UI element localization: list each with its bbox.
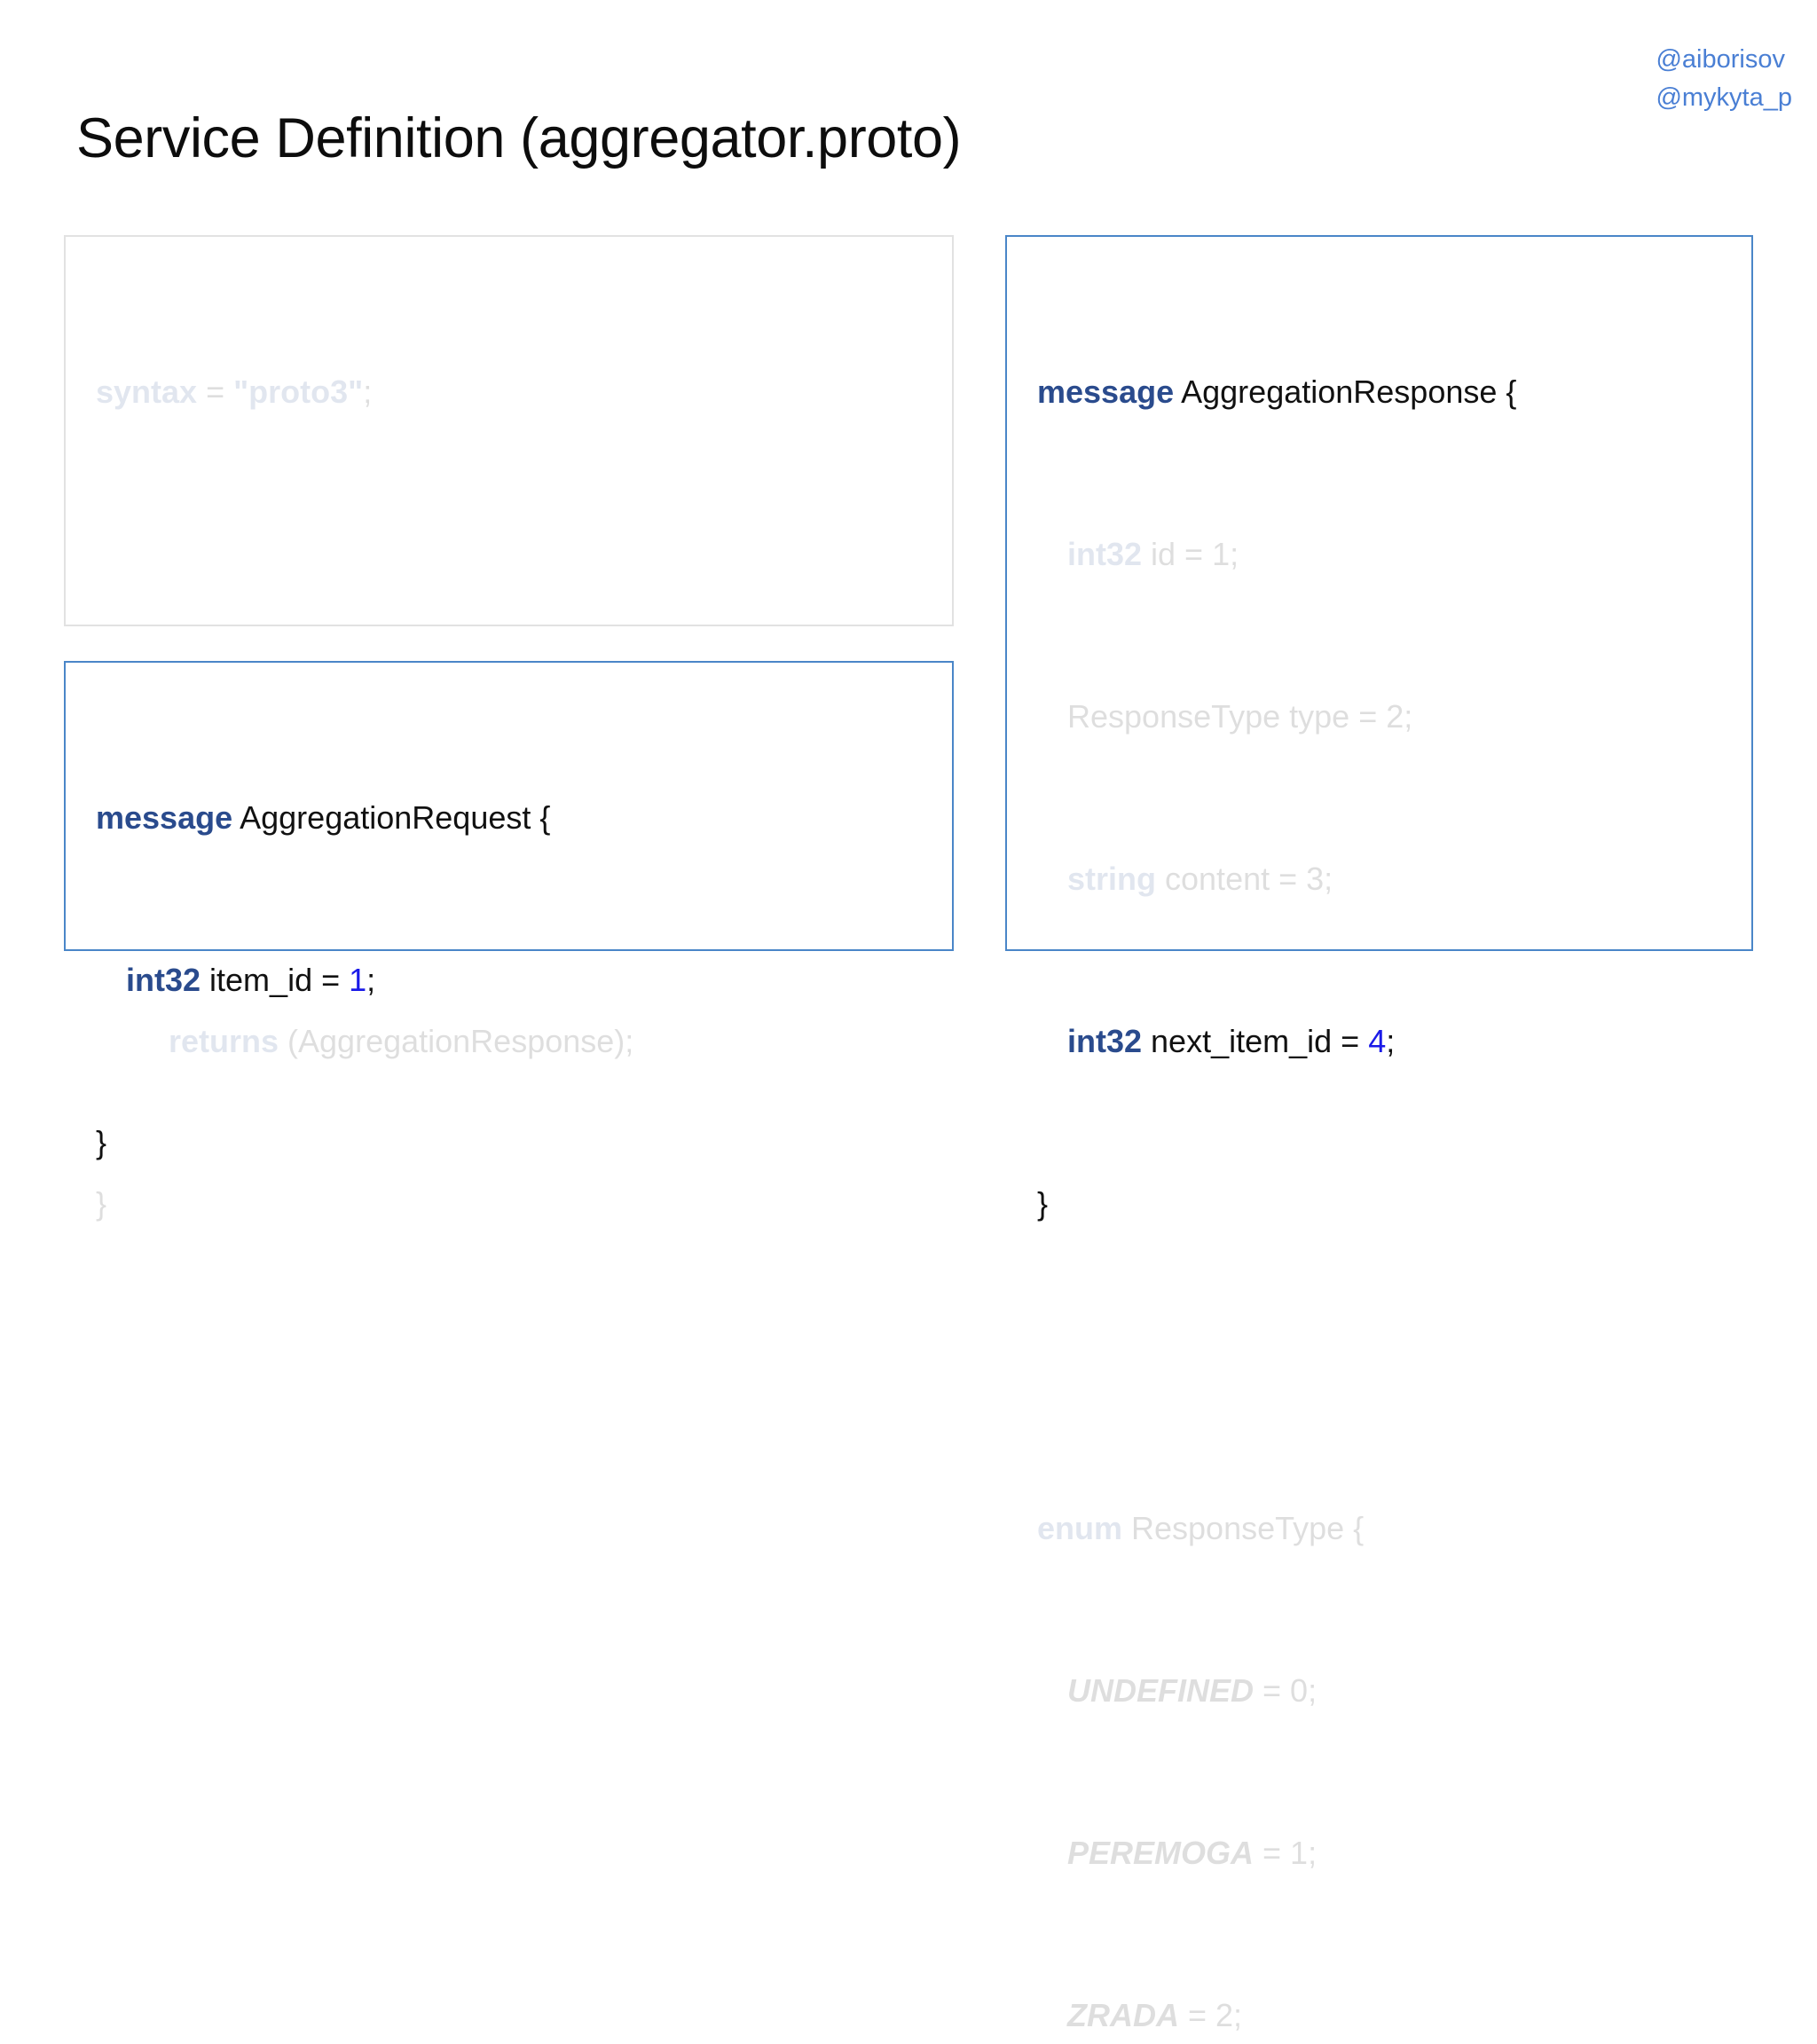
keyword-string: string (1067, 861, 1157, 897)
page-title: Service Definition (aggregator.proto) (76, 107, 962, 169)
semicolon: ; (363, 373, 373, 410)
keyword-message: message (1037, 373, 1175, 410)
keyword-enum: enum (1037, 1510, 1123, 1546)
code-line-message-request: message AggregationRequest { (96, 790, 952, 845)
field-id: id = 1; (1142, 536, 1239, 572)
closing-brace: } (96, 1124, 107, 1160)
code-line-request-close: } (96, 1115, 952, 1169)
code-line-enum-peremoga: PEREMOGA = 1; (1037, 1826, 1751, 1880)
keyword-int32: int32 (126, 962, 201, 998)
field-number-4: 4 (1368, 1023, 1387, 1059)
keyword-int32: int32 (1067, 1023, 1143, 1059)
code-panel-aggregation-request: message AggregationRequest { int32 item_… (64, 661, 954, 1160)
code-panel-aggregation-response: message AggregationResponse { int32 id =… (1005, 235, 1753, 2033)
semicolon: ; (366, 962, 376, 998)
handle-mykyta-p: @mykyta_p (1656, 83, 1792, 112)
code-line-item-id: int32 item_id = 1; (96, 953, 952, 1007)
code-line-type: ResponseType type = 2; (1037, 689, 1751, 743)
code-block-aggregation-request: message AggregationRequest { int32 item_… (66, 663, 952, 1278)
keyword-int32: int32 (1067, 536, 1143, 572)
code-block-aggregation-response: message AggregationResponse { int32 id =… (1007, 237, 1751, 2044)
field-next-item-id: next_item_id = (1142, 1023, 1369, 1059)
code-line-enum-zrada: ZRADA = 2; (1037, 1988, 1751, 2042)
message-name-response: AggregationResponse { (1174, 373, 1517, 410)
code-line-next-item-id: int32 next_item_id = 4; (1037, 1014, 1751, 1068)
code-line-response-close: } (1037, 1176, 1751, 1230)
operator-equals: = (197, 373, 234, 410)
enum-value-zrada: ZRADA (1067, 1997, 1179, 2033)
code-line-enum-decl: enum ResponseType { (1037, 1501, 1751, 1555)
enum-number-2: = 2; (1178, 1997, 1243, 2033)
keyword-syntax: syntax (96, 373, 198, 410)
semicolon: ; (1386, 1023, 1396, 1059)
code-panel-syntax-service: syntax = "proto3"; service AggregationSe… (64, 235, 954, 1222)
code-line-message-response: message AggregationResponse { (1037, 365, 1751, 419)
code-line-content: string content = 3; (1037, 852, 1751, 906)
code-line-blank (1037, 1339, 1751, 1393)
code-line-blank (96, 527, 952, 581)
code-line-syntax: syntax = "proto3"; (96, 365, 952, 419)
enum-number-0: = 0; (1254, 1672, 1318, 1709)
field-item-id: item_id = (201, 962, 350, 998)
author-handles: @aiborisov @mykyta_p (1656, 41, 1792, 117)
enum-number-1: = 1; (1254, 1835, 1318, 1871)
enum-value-peremoga: PEREMOGA (1067, 1835, 1255, 1871)
string-proto3: "proto3" (233, 373, 364, 410)
keyword-message: message (96, 799, 233, 836)
handle-aiborisov: @aiborisov (1656, 45, 1785, 74)
field-content: content = 3; (1156, 861, 1333, 897)
code-line-id: int32 id = 1; (1037, 527, 1751, 581)
code-line-enum-undefined: UNDEFINED = 0; (1037, 1663, 1751, 1718)
field-number-1: 1 (349, 962, 367, 998)
message-name-request: AggregationRequest { (232, 799, 551, 836)
closing-brace: } (1037, 1185, 1049, 1222)
field-type: ResponseType type = 2; (1067, 698, 1413, 735)
enum-value-undefined: UNDEFINED (1067, 1672, 1255, 1709)
enum-name: ResponseType { (1122, 1510, 1365, 1546)
